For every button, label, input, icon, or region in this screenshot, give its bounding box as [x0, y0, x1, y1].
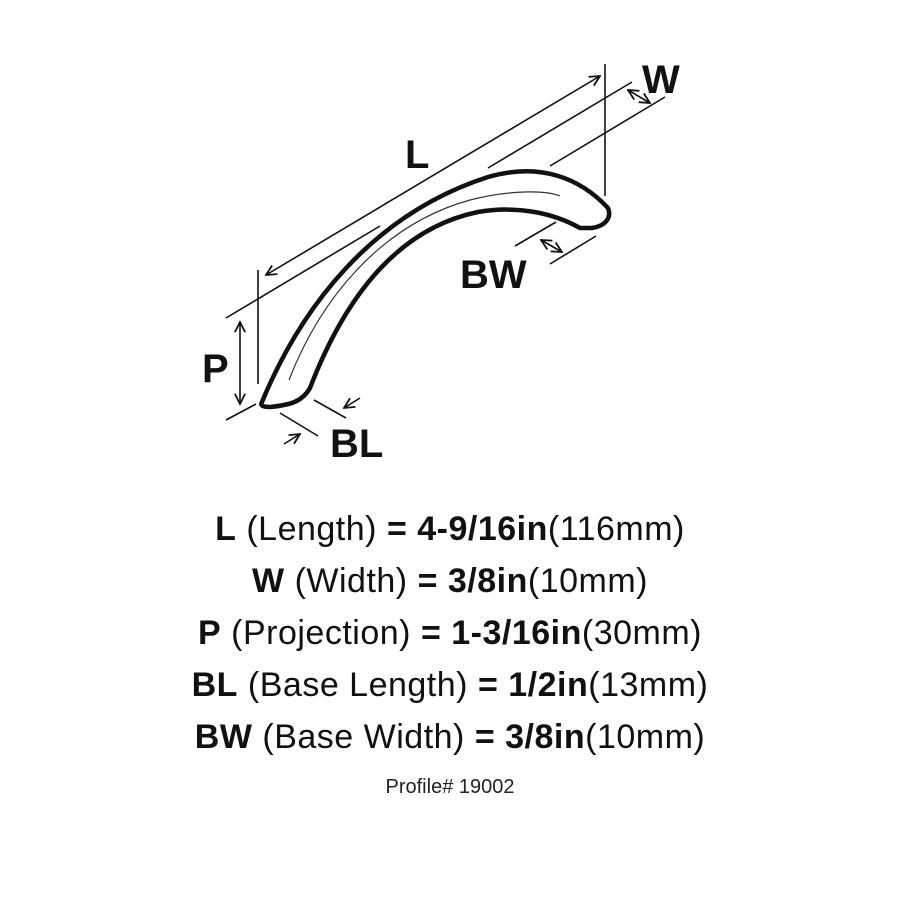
handle-outline [259, 169, 612, 410]
spec-equals: = [386, 510, 408, 548]
spec-inches: 1-3/16in [451, 614, 582, 652]
spec-code: BW [194, 718, 253, 756]
spec-inches: 3/8in [505, 718, 586, 756]
spec-equals: = [417, 562, 438, 600]
spec-code: L [215, 510, 237, 548]
length-dimension [225, 64, 606, 384]
spec-code: P [198, 614, 222, 652]
spec-base-width: BW (Base Width) = 3/8in(10mm) [0, 711, 900, 763]
spec-mm: (116mm) [547, 510, 685, 548]
base-width-dimension [514, 221, 597, 265]
projection-dimension [225, 322, 257, 421]
spec-inches: 4-9/16in [417, 510, 548, 548]
spec-mm: (30mm) [581, 614, 702, 652]
spec-mm: (10mm) [585, 718, 706, 756]
spec-equals: = [474, 718, 496, 756]
label-BW: BW [460, 253, 527, 297]
spec-code: BL [191, 666, 238, 704]
spec-code: W [252, 562, 285, 600]
spec-name: (Base Length) [247, 666, 468, 704]
spec-equals: = [477, 666, 499, 704]
spec-mm: (10mm) [527, 562, 648, 600]
spec-name: (Width) [294, 562, 408, 600]
spec-name: (Projection) [231, 614, 411, 652]
spec-width: W (Width) = 3/8in(10mm) [0, 555, 900, 607]
spec-name: (Base Width) [262, 718, 465, 756]
spec-length: L (Length) = 4-9/16in(116mm) [0, 503, 900, 555]
specification-list: L (Length) = 4-9/16in(116mm) W (Width) =… [0, 503, 900, 763]
pull-handle-dimension-drawing: L W BW P BL [202, 58, 680, 466]
label-W: W [642, 58, 680, 102]
spec-base-length: BL (Base Length) = 1/2in(13mm) [0, 659, 900, 711]
spec-name: (Length) [246, 510, 377, 548]
width-dimension [487, 81, 666, 169]
spec-inches: 1/2in [508, 666, 589, 704]
base-length-dimension [279, 397, 361, 445]
label-L: L [405, 133, 429, 177]
spec-inches: 3/8in [447, 562, 528, 600]
spec-equals: = [420, 614, 442, 652]
label-P: P [202, 347, 229, 391]
spec-projection: P (Projection) = 1-3/16in(30mm) [0, 607, 900, 659]
profile-number: Profile# 19002 [385, 776, 515, 798]
spec-mm: (13mm) [588, 666, 709, 704]
label-BL: BL [330, 422, 383, 466]
